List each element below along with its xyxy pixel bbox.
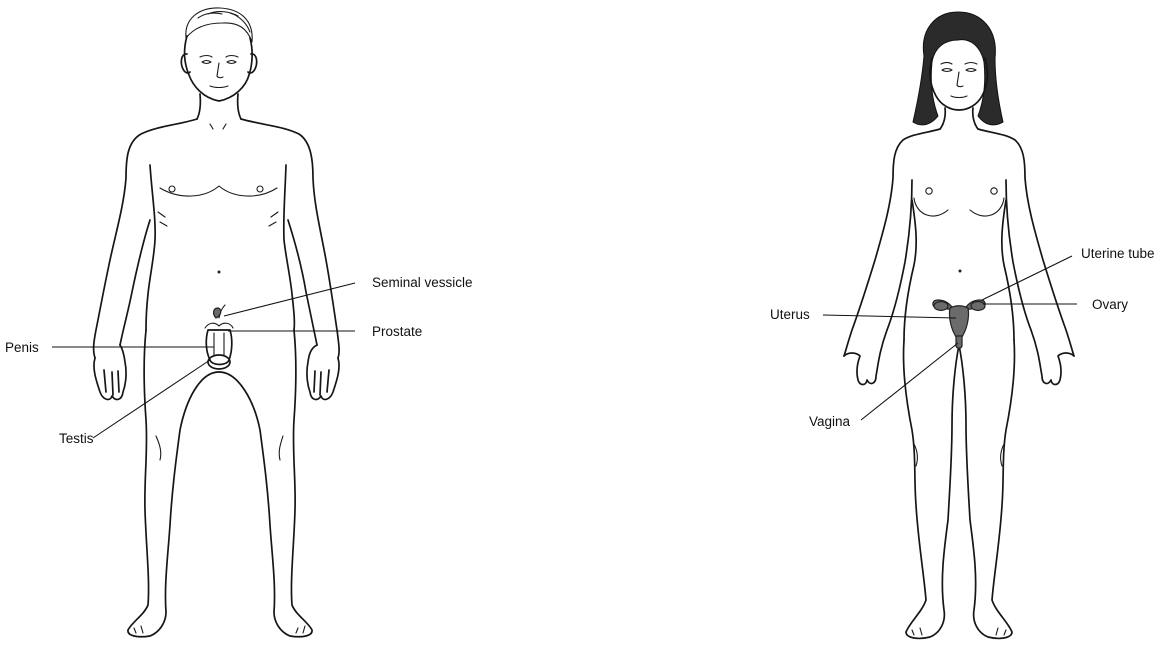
female-body-right <box>978 129 1074 356</box>
uterus-leader <box>823 315 956 318</box>
label-ovary: Ovary <box>1092 297 1128 312</box>
male-figure <box>94 8 339 637</box>
left-ovary-organ <box>934 302 948 311</box>
prostate-organ <box>205 323 233 328</box>
seminal-vessicle-leader <box>224 283 355 316</box>
label-uterus: Uterus <box>770 307 810 322</box>
uterus-organ <box>949 306 968 339</box>
female-toes <box>912 628 1006 635</box>
male-rib-marks <box>158 212 278 226</box>
label-prostate: Prostate <box>372 324 422 339</box>
female-legs <box>903 340 959 638</box>
label-testis: Testis <box>59 431 94 446</box>
female-mouth <box>951 96 967 98</box>
male-pectorals <box>160 186 277 196</box>
right-ovary-organ <box>971 302 985 311</box>
male-right-nipple <box>257 186 263 192</box>
female-hair <box>913 12 1003 125</box>
uterine-tube-leader <box>982 256 1072 300</box>
female-eyebrows <box>941 63 977 65</box>
male-eyebrows <box>200 56 238 58</box>
vagina-organ <box>956 336 962 348</box>
male-right-leg <box>219 330 312 637</box>
female-right-hand <box>1031 330 1074 385</box>
label-seminal-vessicle: Seminal vessicle <box>372 275 473 290</box>
female-body-left <box>844 129 940 356</box>
female-right-nipple <box>991 188 997 194</box>
female-left-breast <box>914 198 948 216</box>
female-left-hand <box>844 330 887 385</box>
male-nose <box>217 63 223 78</box>
male-neck-left <box>197 94 200 119</box>
male-body-right <box>241 119 339 358</box>
male-neck-right <box>238 94 241 119</box>
female-reproductive-organs <box>933 300 985 348</box>
male-legs <box>128 330 219 637</box>
female-figure <box>844 12 1074 638</box>
label-uterine-tube: Uterine tube <box>1081 246 1155 261</box>
male-left-torso-side <box>146 165 155 330</box>
male-right-torso-side <box>284 165 295 330</box>
male-clavicle-notch <box>210 124 226 129</box>
female-right-leg <box>959 340 1015 638</box>
female-left-inner-arm <box>887 180 912 330</box>
female-nose <box>957 72 963 87</box>
female-eyes <box>942 69 976 72</box>
female-head <box>930 58 987 110</box>
female-neck-left <box>940 108 945 129</box>
male-right-inner-arm <box>288 220 317 345</box>
female-right-breast <box>970 198 1004 216</box>
female-left-nipple <box>926 188 932 194</box>
male-left-nipple <box>169 186 175 192</box>
male-navel <box>218 271 221 274</box>
male-hair-strands <box>198 12 250 32</box>
male-right-hand <box>307 345 339 399</box>
female-navel <box>959 270 962 273</box>
penis-inner-lines <box>214 333 224 356</box>
label-penis: Penis <box>5 340 39 355</box>
male-left-hand <box>94 345 126 399</box>
female-right-inner-arm <box>1006 180 1031 330</box>
female-neck-right <box>973 108 978 129</box>
label-vagina: Vagina <box>809 414 851 429</box>
male-mouth <box>210 86 228 88</box>
female-knees <box>914 444 1004 466</box>
